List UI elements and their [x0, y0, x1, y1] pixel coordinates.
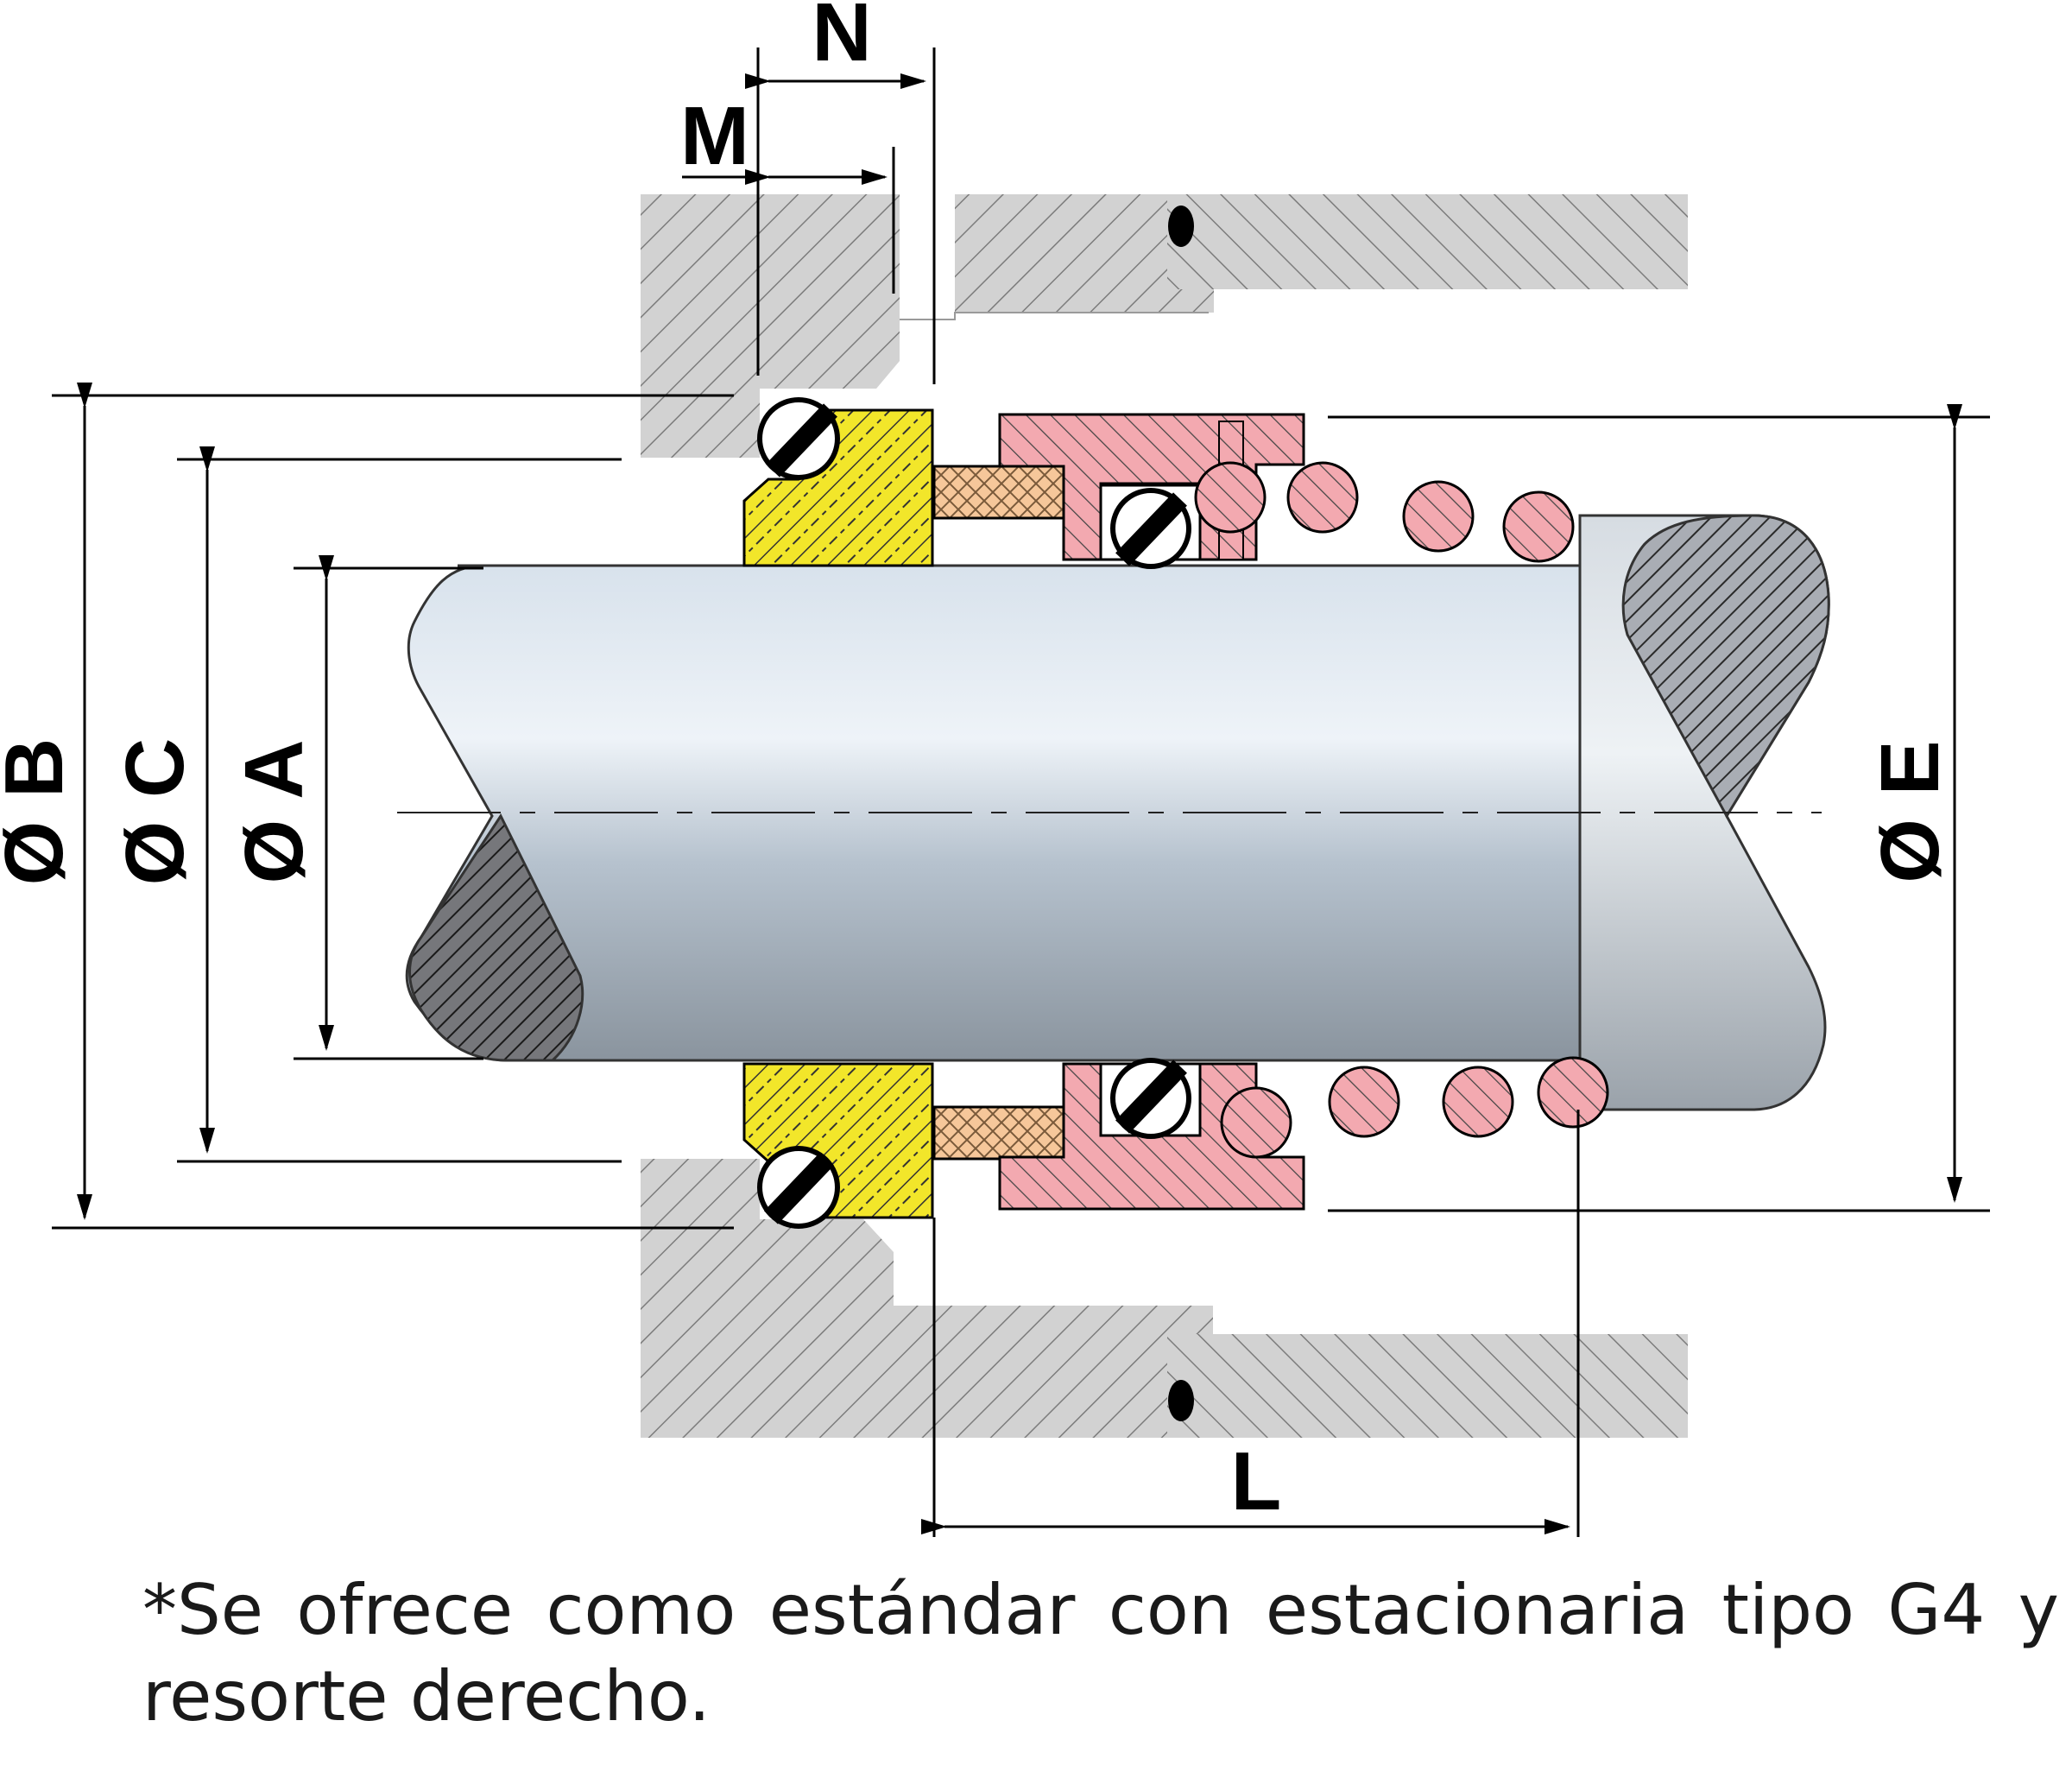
label-e: Ø E	[1864, 740, 1956, 882]
label-l: L	[1231, 1435, 1282, 1528]
spring-coils-bottom	[1220, 1056, 1609, 1159]
seat-o-ring-top	[757, 397, 840, 480]
label-m: M	[680, 90, 749, 182]
gland-housing-bottom	[641, 1159, 1688, 1438]
gland-housing-top	[641, 194, 1688, 458]
label-b: Ø B	[0, 738, 80, 886]
bellows-o-ring-top	[1110, 488, 1191, 569]
label-c: Ø C	[109, 738, 201, 886]
footnote: *Se ofrece como estándar con estacionari…	[142, 1570, 2059, 1737]
label-a: Ø A	[228, 739, 320, 883]
label-n: N	[812, 0, 871, 79]
bellows-o-ring-bottom	[1110, 1058, 1191, 1139]
seat-o-ring-bottom	[757, 1146, 840, 1229]
dimension-lines	[52, 47, 1990, 1537]
mechanical-seal-diagram: N M L Ø B Ø C Ø A Ø E	[0, 0, 1990, 1537]
spring-coils-top	[1194, 461, 1575, 563]
drive-band-top	[932, 465, 1065, 520]
drive-band-bottom	[932, 1105, 1065, 1161]
